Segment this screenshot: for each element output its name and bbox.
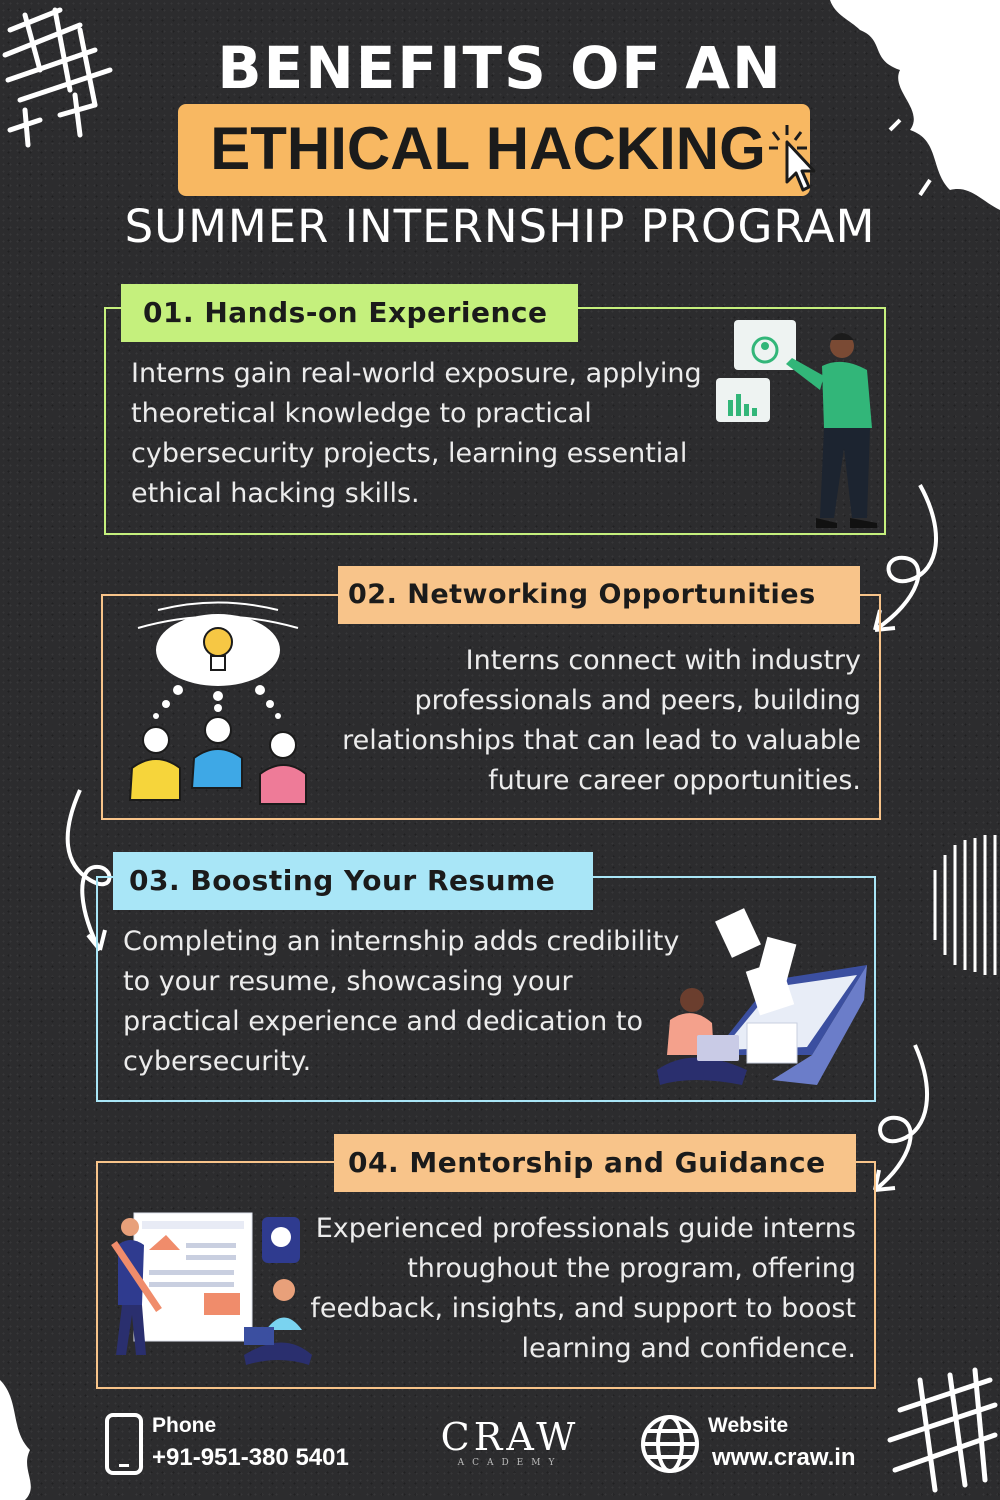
benefit-text-2: Interns connect with industry profession… (342, 645, 861, 796)
chalk-doodle-bottom-right (887, 1367, 998, 1493)
mentorship-illustration (111, 1212, 312, 1365)
phone-icon (105, 1413, 143, 1475)
title-line-2: ETHICAL HACKING (210, 115, 766, 182)
website-label: Website (708, 1414, 789, 1437)
benefit-text-1: Interns gain real-world exposure, applyi… (131, 358, 702, 509)
benefit-title-3: 03. Boosting Your Resume (113, 852, 593, 910)
craw-logo: CRAW ACADEMY (430, 1416, 590, 1468)
brand-name: CRAW (440, 1415, 580, 1459)
curl-arrow-2 (65, 789, 112, 952)
chalk-brush-top-right (830, 0, 1000, 210)
networking-illustration (128, 601, 307, 805)
title-line-3: SUMMER INTERNSHIP PROGRAM (124, 200, 876, 253)
benefit-title-2: 02. Networking Opportunities (338, 566, 860, 624)
brand-subtitle: ACADEMY (457, 1458, 563, 1468)
presenter-illustration (716, 320, 877, 528)
cursor-click-icon (769, 125, 816, 192)
chalk-brush-bottom-left (0, 1380, 31, 1500)
chalk-doodle-top-left (2, 7, 113, 148)
benefit-text-4: Experienced professionals guide interns … (310, 1213, 856, 1364)
title-line-1: BENEFITS OF AN (217, 34, 783, 102)
benefit-text-3: Completing an internship adds credibilit… (123, 926, 680, 1077)
chalk-lines-right (933, 835, 997, 975)
globe-icon (641, 1415, 699, 1473)
benefit-title-1: 01. Hands-on Experience (121, 284, 578, 342)
benefit-title-4: 04. Mentorship and Guidance (334, 1134, 856, 1192)
phone-number[interactable]: +91-951-380 5401 (152, 1444, 349, 1471)
resume-book-illustration (657, 908, 867, 1085)
website-link[interactable]: www.craw.in (712, 1444, 856, 1471)
title-highlight-box (178, 104, 810, 196)
phone-label: Phone (152, 1414, 217, 1437)
